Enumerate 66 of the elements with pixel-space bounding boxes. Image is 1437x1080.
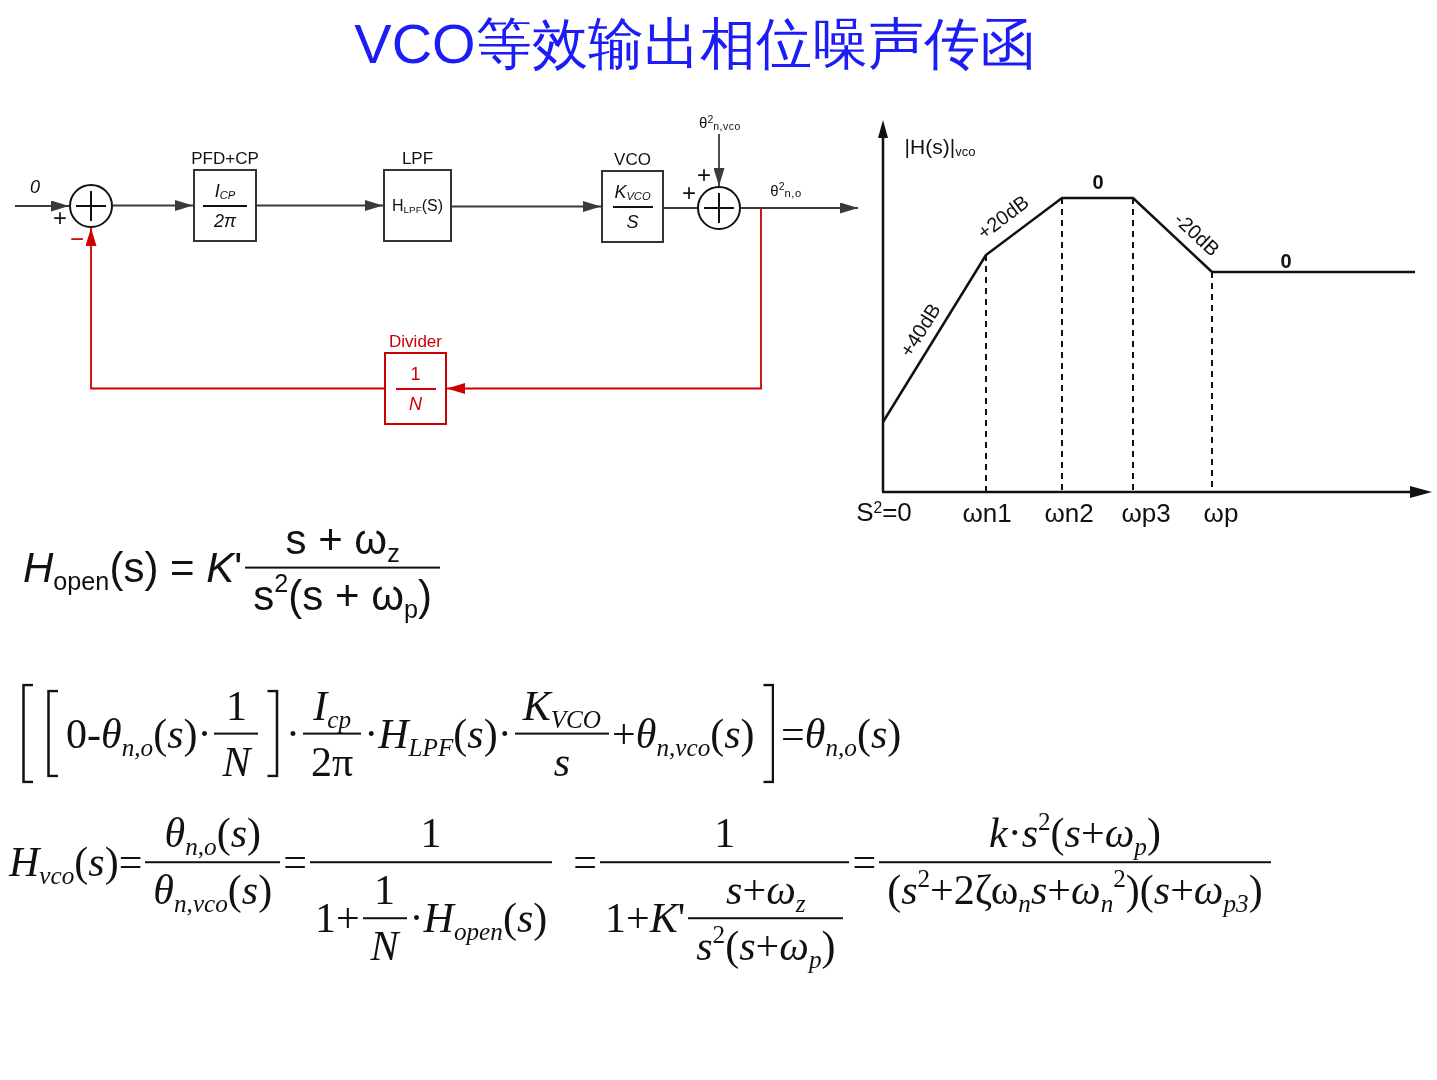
frequency-label: ωn1 bbox=[962, 499, 1012, 527]
sign-label: + bbox=[53, 208, 67, 228]
frequency-label: S$^{2}$=0 bbox=[856, 498, 912, 526]
arrow bbox=[256, 200, 384, 211]
block-title: VCO bbox=[614, 150, 651, 170]
fraction-denominator: s bbox=[552, 738, 572, 787]
fraction-numerator: K$_{VCO}$ bbox=[521, 681, 603, 731]
fraction-numerator: I$_{CP}$ bbox=[214, 179, 236, 202]
block-title: PFD+CP bbox=[191, 149, 259, 169]
math-expression: 1+ bbox=[313, 894, 361, 944]
math-expression: =θ$_{n,o}$(s) bbox=[780, 709, 903, 760]
sign-label: + bbox=[697, 165, 711, 185]
arrow bbox=[713, 133, 725, 187]
frequency-label: ωn2 bbox=[1044, 499, 1094, 527]
summing-junction bbox=[69, 184, 113, 228]
math-expression: 0-θ$_{n,o}$(s)· bbox=[65, 709, 213, 760]
fraction-numerator: I$_{cp}$ bbox=[312, 681, 352, 731]
math-expression: H$_{vco}$(s)= bbox=[8, 837, 144, 888]
level-label: 0 bbox=[1092, 171, 1104, 193]
fraction-denominator: 2π bbox=[310, 738, 355, 787]
fraction-numerator: s+ω$_{z}$ bbox=[725, 866, 807, 916]
summing-junction bbox=[697, 186, 741, 230]
fraction-numerator: θ$_{n,o}$(s) bbox=[163, 809, 262, 859]
transfer-function: H$_{LPF}$(S) bbox=[391, 195, 444, 217]
fraction-denominator: s$^{2}$(s+ω$_{p}$) bbox=[695, 921, 837, 972]
block-title: Divider bbox=[389, 332, 442, 352]
fraction-numerator: s + ω$_{z}$ bbox=[284, 514, 401, 565]
level-label: 0 bbox=[1280, 250, 1292, 272]
math-expression: = bbox=[851, 837, 878, 887]
sign-label: − bbox=[70, 229, 84, 249]
block-title: LPF bbox=[401, 149, 434, 169]
fraction-numerator: 1 bbox=[410, 362, 421, 385]
math-expression: H$_{open}$(s) = K' bbox=[22, 542, 244, 594]
math-expression: ·H$_{open}$(s) bbox=[408, 894, 549, 944]
fraction-numerator: 1 bbox=[373, 866, 397, 915]
math-expression: = bbox=[282, 837, 308, 887]
arrow bbox=[112, 200, 194, 211]
arrow bbox=[14, 200, 70, 212]
axis-title: |H(s)|$_{vco}$ bbox=[904, 134, 976, 158]
fraction-denominator: S bbox=[626, 210, 639, 233]
fraction-denominator: N bbox=[369, 922, 402, 972]
fraction-numerator: 1 bbox=[224, 681, 248, 731]
arrow bbox=[451, 201, 602, 212]
frequency-label: ωp3 bbox=[1121, 499, 1171, 527]
fraction-numerator: 1 bbox=[713, 809, 737, 859]
arrow bbox=[446, 207, 762, 394]
math-expression: ·H$_{LPF}$(s)· bbox=[363, 709, 513, 760]
math-expression: = bbox=[572, 837, 598, 887]
fraction-numerator: K$_{VCO}$ bbox=[614, 180, 651, 203]
diagram-title: VCO等效输出相位噪声传函 bbox=[354, 11, 1036, 77]
math-expression: · bbox=[285, 709, 301, 759]
arrow bbox=[85, 227, 385, 390]
sign-label: + bbox=[682, 183, 696, 203]
math-expression: 1+K' bbox=[603, 894, 687, 944]
fraction-denominator: N bbox=[221, 738, 254, 787]
fraction-denominator: 2π bbox=[213, 209, 237, 232]
math-expression: +θ$_{n,vco}$(s) bbox=[611, 709, 756, 760]
frequency-label: ωp bbox=[1203, 499, 1239, 527]
fraction-denominator: N bbox=[409, 392, 422, 415]
fraction-numerator: k·s$^{2}$(s+ω$_{p}$) bbox=[987, 808, 1162, 859]
fraction-numerator: 1 bbox=[419, 809, 443, 859]
fraction-denominator: s$^{2}$(s + ω$_{p}$) bbox=[252, 571, 433, 622]
arrow bbox=[740, 202, 859, 214]
connector-line bbox=[663, 207, 698, 209]
fraction-denominator: (s$^{2}$+2ζω$_{n}$s+ω$_{n}$$^{2}$)(s+ω$_{p3}$) bbox=[886, 865, 1264, 916]
fraction-denominator: θ$_{n,vco}$(s) bbox=[152, 866, 274, 916]
